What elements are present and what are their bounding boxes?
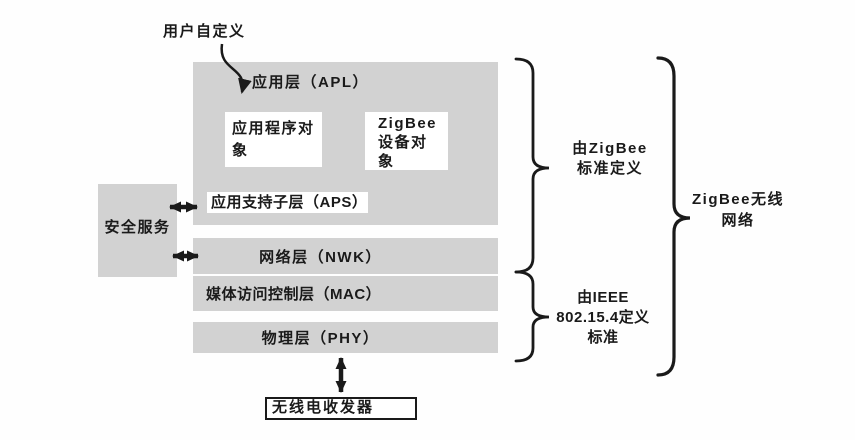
user-defined-label: 用户自定义 xyxy=(163,23,246,40)
zigbee-device-object-box: ZigBee 设备对 象 xyxy=(365,112,448,170)
user-defined-arrow xyxy=(220,43,252,94)
security-service-label: 安全服务 xyxy=(104,219,171,236)
zigbee-network-brace xyxy=(656,56,691,377)
zigbee-standard-label: 由ZigBee 标准定义 xyxy=(572,140,648,177)
phy-layer-label: 物理层（PHY） xyxy=(261,330,380,347)
phy-layer-block xyxy=(193,322,498,353)
zigbee-network-label: ZigBee无线 网络 xyxy=(691,191,784,229)
nwk-layer-label: 网络层（NWK） xyxy=(259,248,382,266)
security-service-block xyxy=(98,184,177,277)
apl-layer-title: 应用层（APL） xyxy=(252,74,370,91)
zigbee-standard-brace xyxy=(514,57,550,274)
mac-layer-block xyxy=(193,276,498,311)
nwk-layer-block xyxy=(193,238,498,274)
ieee-standard-brace xyxy=(514,270,550,363)
ieee-standard-label: 由IEEE 802.15.4定义 标准 xyxy=(556,289,650,346)
radio-transceiver-box: 无线电收发器 xyxy=(265,397,417,420)
aps-sublayer-strip: 应用支持子层（APS） xyxy=(207,192,368,213)
application-object-box: 应用程序对 象 xyxy=(225,112,322,167)
mac-layer-label: 媒体访问控制层（MAC） xyxy=(206,286,382,303)
